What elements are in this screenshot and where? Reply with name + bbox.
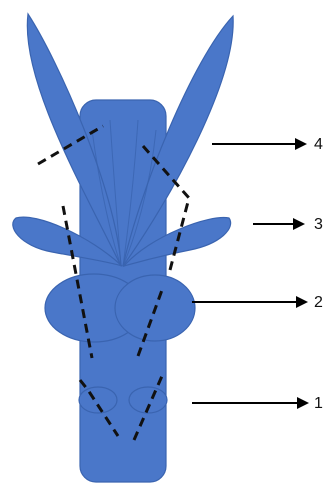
left-small-oval	[79, 387, 117, 413]
arrow-3-head	[293, 218, 305, 230]
label-1: 1	[314, 396, 323, 412]
arrow-1-head	[297, 397, 309, 409]
label-3: 3	[314, 217, 323, 233]
arrow-2-head	[296, 296, 308, 308]
label-2: 2	[314, 295, 323, 311]
arrow-4-head	[295, 138, 307, 150]
label-4: 4	[314, 137, 323, 153]
